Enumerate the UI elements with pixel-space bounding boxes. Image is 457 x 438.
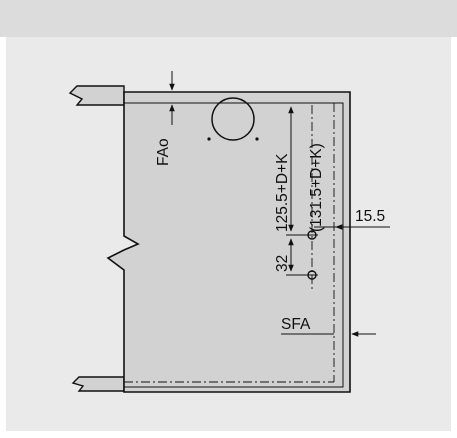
upper-dimension-alt-label: (131.5+D+K) (308, 143, 325, 232)
header-band (0, 0, 457, 37)
bottom-shelf (71, 376, 125, 392)
fa-label: FAo (155, 138, 172, 166)
hinge-screw-point-left (207, 137, 211, 141)
top-shelf (68, 85, 125, 106)
cabinet-side-panel (106, 91, 351, 393)
hinge-screw-point-right (255, 137, 259, 141)
side-dimension-label: 15.5 (355, 208, 385, 225)
spacing-dimension-label: 32 (274, 255, 291, 272)
sfa-label: SFA (281, 316, 311, 333)
upper-dimension-label: 125.5+D+K (274, 153, 291, 232)
hinge-cup-hole (211, 97, 255, 141)
